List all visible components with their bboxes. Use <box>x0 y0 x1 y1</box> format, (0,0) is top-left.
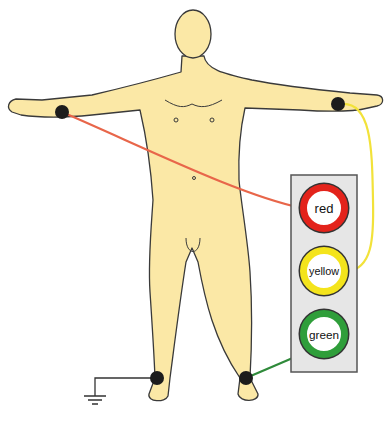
red-wire <box>62 112 302 208</box>
light-label: yellow <box>309 265 339 277</box>
light-label: green <box>309 328 339 341</box>
light-label: red <box>315 201 334 216</box>
yellow-light: yellow <box>300 247 348 295</box>
red-light: red <box>300 184 348 232</box>
ground-symbol <box>84 378 157 404</box>
electrode-panel <box>291 175 357 372</box>
green-light: green <box>300 310 348 358</box>
human-figure <box>9 10 383 401</box>
